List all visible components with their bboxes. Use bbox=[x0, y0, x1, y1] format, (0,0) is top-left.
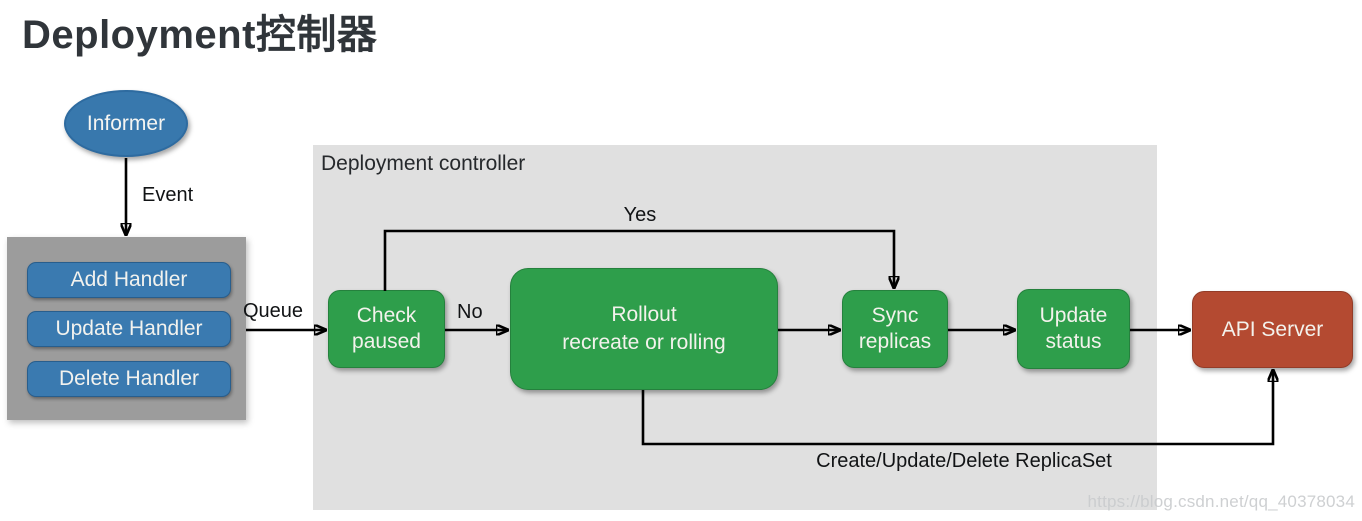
api-server-label: API Server bbox=[1221, 317, 1324, 341]
add-handler-node: Add Handler bbox=[27, 262, 231, 298]
informer-node: Informer bbox=[64, 90, 188, 157]
replicaset-edge-label: Create/Update/Delete ReplicaSet bbox=[816, 450, 1112, 472]
deployment-controller-box-label: Deployment controller bbox=[321, 152, 526, 175]
page-title: Deployment控制器 bbox=[22, 13, 378, 57]
sync-replicas-node: Sync replicas bbox=[842, 290, 948, 368]
rollout-node: Rollout recreate or rolling bbox=[510, 268, 778, 390]
update-status-node: Update status bbox=[1017, 289, 1130, 369]
api-server-node: API Server bbox=[1192, 291, 1353, 368]
check-paused-node: Check paused bbox=[328, 290, 445, 368]
queue-edge-label: Queue bbox=[243, 300, 304, 322]
update-handler-label: Update Handler bbox=[55, 317, 203, 340]
informer-label: Informer bbox=[86, 111, 166, 135]
handlers-box: Add Handler Update Handler Delete Handle… bbox=[7, 237, 246, 420]
delete-handler-label: Delete Handler bbox=[58, 367, 200, 390]
event-edge-label: Event bbox=[142, 184, 194, 206]
update-handler-node: Update Handler bbox=[27, 311, 231, 347]
yes-edge-label: Yes bbox=[623, 204, 657, 226]
watermark-text: https://blog.csdn.net/qq_40378034 bbox=[1087, 492, 1355, 511]
add-handler-label: Add Handler bbox=[70, 268, 188, 291]
delete-handler-node: Delete Handler bbox=[27, 361, 231, 397]
no-edge-label: No bbox=[457, 301, 483, 323]
